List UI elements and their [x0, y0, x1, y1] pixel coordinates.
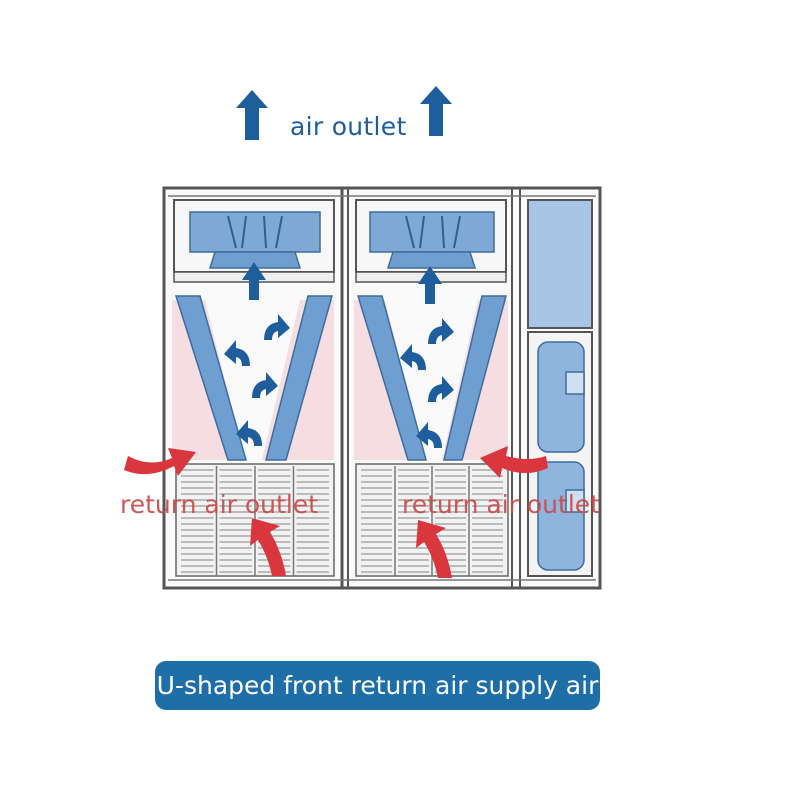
curved-arrow-icon	[264, 314, 290, 340]
v-coil-left-b	[265, 295, 333, 461]
compressor-upper-handle	[565, 371, 585, 395]
return-arrow-icon-right-side	[480, 446, 548, 478]
return-arrows	[124, 446, 548, 578]
compressor-cabinet	[527, 199, 593, 577]
curved-arrow-icon	[428, 318, 454, 344]
return-air-outlet-label-right: return air outlet	[402, 490, 600, 519]
fan-arrow-icon-right	[418, 266, 442, 304]
curved-arrow-icon	[236, 420, 262, 446]
curved-arrow-icon	[416, 422, 442, 448]
internal-airflow-arrows	[224, 314, 454, 448]
fan-box-right	[369, 211, 495, 253]
return-arrow-icon-left-side	[124, 448, 196, 476]
compressor-upper	[537, 341, 585, 453]
fan-housing-right	[386, 251, 477, 269]
fan-arrow-icon-left	[242, 262, 266, 300]
return-arrow-icon-left-bottom	[250, 518, 286, 576]
curved-arrow-icon	[224, 340, 250, 366]
outlet-arrow-icon-right	[420, 86, 452, 136]
outlet-arrow-icon-left	[236, 90, 268, 140]
return-arrow-icon-right-bottom	[416, 520, 452, 578]
v-coil-right-a	[356, 295, 427, 461]
curved-arrow-icon	[428, 376, 454, 402]
compressor-lower	[537, 461, 585, 571]
compressor-lower-handle	[565, 489, 585, 513]
caption-banner: U-shaped front return air supply air	[155, 661, 600, 710]
module-left	[172, 199, 335, 577]
module-right	[354, 199, 509, 577]
curved-arrow-icon	[400, 344, 426, 370]
air-outlet-label: air outlet	[290, 112, 407, 141]
fan-housing-left	[208, 251, 302, 269]
fan-box-left	[189, 211, 321, 253]
fan-blades-left	[227, 215, 283, 249]
return-air-outlet-label-left: return air outlet	[120, 490, 318, 519]
outlet-arrows	[236, 86, 452, 304]
v-coil-right-b	[443, 295, 507, 461]
louver-slats	[181, 466, 503, 576]
fan-blades-right	[405, 215, 461, 249]
v-coil-left-a	[174, 295, 247, 461]
curved-arrow-icon	[252, 372, 278, 398]
side-panel-upper	[527, 199, 593, 329]
